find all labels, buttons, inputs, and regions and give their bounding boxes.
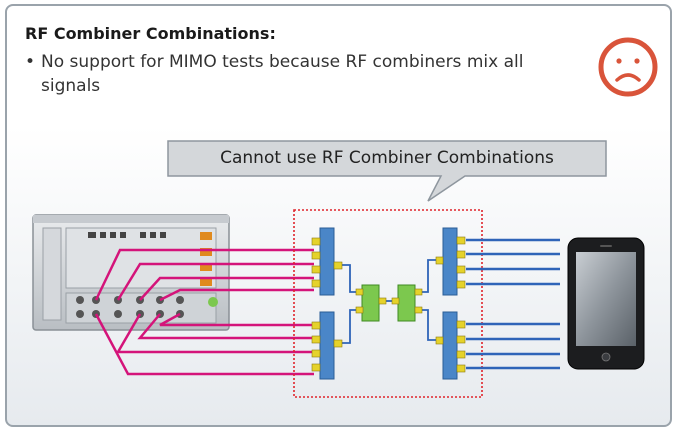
rf-combiner-area: [293, 209, 483, 398]
callout-bubble: [167, 140, 607, 202]
left-combiner-top: [311, 227, 343, 296]
phone-cables: [466, 238, 560, 370]
bullet-symbol: •: [25, 52, 36, 72]
right-combiner-top: [435, 227, 466, 296]
left-combiner-bottom: [311, 311, 343, 380]
center-combiner-right: [391, 284, 423, 322]
sad-face-icon: [598, 37, 658, 97]
signal-analyzer-tester: [32, 214, 230, 331]
right-combiner-bottom: [435, 311, 466, 380]
combiner-wiring: [338, 259, 440, 344]
bullet-item: • No support for MIMO tests because RF c…: [25, 50, 565, 98]
slide-heading: RF Combiner Combinations:: [25, 24, 276, 43]
callout-text: Cannot use RF Combiner Combinations: [220, 148, 554, 168]
center-combiner-left: [355, 284, 387, 322]
bullet-text: No support for MIMO tests because RF com…: [41, 52, 524, 96]
mobile-phone-icon: [567, 237, 645, 370]
tester-cables: [94, 248, 314, 376]
